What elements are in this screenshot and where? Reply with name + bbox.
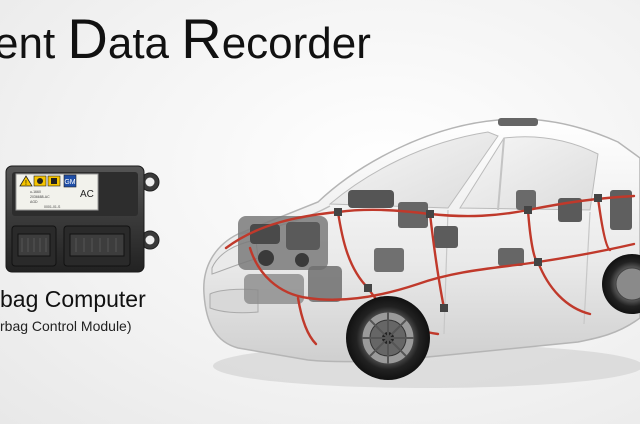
- front-wheel: [346, 296, 430, 380]
- svg-text:GM: GM: [64, 179, 75, 186]
- wiring-connectors: [334, 194, 602, 312]
- airbag-module-svg: ! GM AC u-1660 2036688-AC AGD 0001-01-S: [5, 165, 160, 273]
- sticker-line-3: AGD: [30, 200, 38, 204]
- module-sublabel: rbag Control Module): [0, 318, 132, 334]
- sticker-line-2: 2036688-AC: [30, 195, 50, 199]
- car-svg: [203, 118, 640, 388]
- sticker-line-4: 0001-01-S: [44, 205, 61, 209]
- rear-wheel: [602, 254, 640, 314]
- title-part-3: ecorder: [221, 19, 371, 68]
- airbag-icon: [33, 175, 47, 187]
- svg-text:!: !: [25, 180, 27, 187]
- connector-left: [11, 225, 57, 267]
- airbag-module-illustration: ! GM AC u-1660 2036688-AC AGD 0001-01-S: [0, 160, 165, 280]
- mounting-ear-right-top: [140, 172, 160, 192]
- module-label: bag Computer: [0, 286, 146, 312]
- connector-right: [63, 225, 131, 267]
- car-windshield: [328, 131, 499, 209]
- title-cap-d: D: [67, 7, 108, 70]
- slide-title: ent Data Recorder: [0, 6, 371, 71]
- sticker-line-1: u-1660: [30, 190, 41, 194]
- car-cutaway-illustration: [198, 98, 640, 398]
- child-seat-icon: [47, 175, 61, 187]
- warning-triangle-icon: !: [19, 175, 33, 187]
- car-rear-door-line: [583, 211, 591, 325]
- title-part-2: ata: [107, 19, 182, 68]
- sticker-code: AC: [80, 189, 94, 200]
- car-side-window: [459, 136, 599, 211]
- gm-logo-icon: GM: [63, 174, 77, 188]
- title-text: ent Data Recorder: [0, 7, 371, 70]
- title-part-1: ent: [0, 19, 68, 68]
- car-b-pillar: [497, 137, 505, 211]
- title-cap-r: R: [181, 7, 222, 70]
